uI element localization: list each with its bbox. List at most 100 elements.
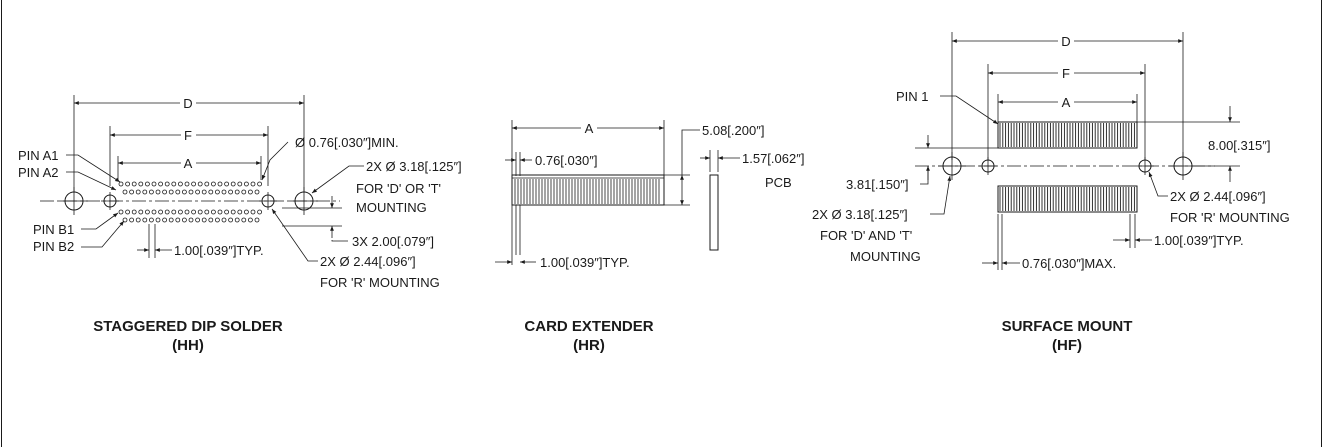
leader: [81, 212, 119, 230]
pin-hole: [254, 189, 260, 195]
leader: [261, 141, 289, 181]
pin-hole: [129, 217, 135, 223]
pin-hole: [204, 209, 210, 215]
pin-hole: [208, 189, 214, 195]
pin-width-label: 0.76[.030″]MAX.: [1022, 256, 1116, 271]
view-title: CARD EXTENDER: [524, 318, 653, 335]
view-code: (HR): [573, 337, 605, 354]
pin-hole: [181, 189, 187, 195]
height-label: 8.00[.315″]: [1208, 138, 1270, 153]
pin-hole: [204, 181, 210, 187]
pin-hole: [138, 209, 144, 215]
pin-hole: [191, 209, 197, 215]
pin-hole: [257, 181, 263, 187]
pin-hole: [241, 217, 247, 223]
comb-body: [511, 174, 665, 206]
pin-hole: [142, 217, 148, 223]
leader: [930, 175, 952, 215]
comb-teeth: [514, 179, 660, 204]
pin-hole: [234, 189, 240, 195]
pin-hole: [125, 181, 130, 187]
pin-hole: [197, 209, 203, 215]
pin-hole: [247, 189, 253, 195]
dim-f-label: F: [1062, 66, 1070, 81]
dim-d-label: D: [1061, 34, 1070, 49]
pin-hole: [247, 217, 253, 223]
pin-hole: [214, 217, 220, 223]
pin-hole: [224, 181, 230, 187]
pin-hole: [171, 209, 177, 215]
pcb-label: PCB: [765, 175, 792, 190]
pin-hole: [250, 181, 256, 187]
mount-word-label: MOUNTING: [850, 249, 921, 264]
pin-a2-label: PIN A2: [18, 165, 58, 180]
pin-hole: [224, 209, 230, 215]
pin-hole: [175, 217, 181, 223]
pin-hole: [162, 217, 168, 223]
mount-word-label: MOUNTING: [356, 200, 427, 215]
pin-hole: [230, 181, 236, 187]
mount-for-label: FOR 'D' AND 'T': [820, 228, 912, 243]
r-for-label: FOR 'R' MOUNTING: [1170, 210, 1290, 225]
pin-hole: [208, 217, 214, 223]
pitch-label: 1.00[.039″]TYP.: [1154, 233, 1244, 248]
view-title: SURFACE MOUNT: [1002, 318, 1133, 335]
dim-f-label: F: [184, 128, 192, 143]
pad-row-bottom: [997, 185, 1138, 213]
dim-a-label: A: [184, 156, 193, 171]
pin-hole: [237, 181, 243, 187]
pin-hole: [243, 181, 249, 187]
leader: [920, 166, 929, 185]
pcb-section: [709, 174, 719, 251]
pin-hole: [144, 181, 150, 187]
offset-label: 3.81[.150″]: [846, 177, 908, 192]
pad-row-top: [997, 121, 1138, 149]
staggered-dip-view: D F A PIN A1 PIN A2 PIN B1 PIN B2: [18, 95, 462, 354]
pin-hole: [129, 189, 135, 195]
pin-hole: [171, 181, 177, 187]
pitch-label: 1.00[.039″]TYP.: [540, 255, 630, 270]
r-hole-label: 2X Ø 2.44[.096″]: [1170, 189, 1266, 204]
pin-hole: [131, 181, 137, 187]
pin-hole: [197, 181, 203, 187]
pin-hole: [135, 217, 141, 223]
leader: [271, 208, 318, 262]
leader: [1148, 171, 1168, 197]
pin-hole: [151, 181, 157, 187]
pin-hole: [254, 217, 260, 223]
pin-hole: [118, 181, 124, 187]
pin-hole: [175, 189, 181, 195]
pin-hole: [164, 181, 170, 187]
hole-min-label: Ø 0.76[.030″]MIN.: [295, 135, 399, 150]
pin-hole: [250, 209, 256, 215]
pin-hole: [234, 217, 240, 223]
pin-hole: [168, 217, 174, 223]
r-for-label: FOR 'R' MOUNTING: [320, 275, 440, 290]
pin-hole: [221, 189, 227, 195]
pin-hole: [158, 181, 164, 187]
pin-hole: [228, 189, 234, 195]
pin-hole: [184, 181, 190, 187]
dim-a-label: A: [1062, 95, 1071, 110]
view-title: STAGGERED DIP SOLDER: [93, 318, 283, 335]
pin-hole: [131, 209, 137, 215]
pin-hole: [210, 209, 216, 215]
leader: [681, 129, 700, 175]
view-code: (HH): [172, 337, 204, 354]
pitch-label: 1.00[.039″]TYP.: [174, 243, 264, 258]
pin-hole: [195, 189, 201, 195]
pin-hole: [151, 209, 157, 215]
pin-hole: [144, 209, 150, 215]
pin-hole: [217, 181, 223, 187]
pin-hole: [142, 189, 148, 195]
pin-hole: [241, 189, 247, 195]
mount-hole-label: 2X Ø 3.18[.125″]: [812, 207, 908, 222]
pin-hole: [122, 189, 128, 195]
pin-hole: [135, 189, 141, 195]
pin-hole: [221, 217, 227, 223]
leader: [66, 171, 117, 191]
pin-hole: [118, 209, 124, 215]
pin-hole: [177, 181, 183, 187]
leader: [940, 95, 999, 125]
